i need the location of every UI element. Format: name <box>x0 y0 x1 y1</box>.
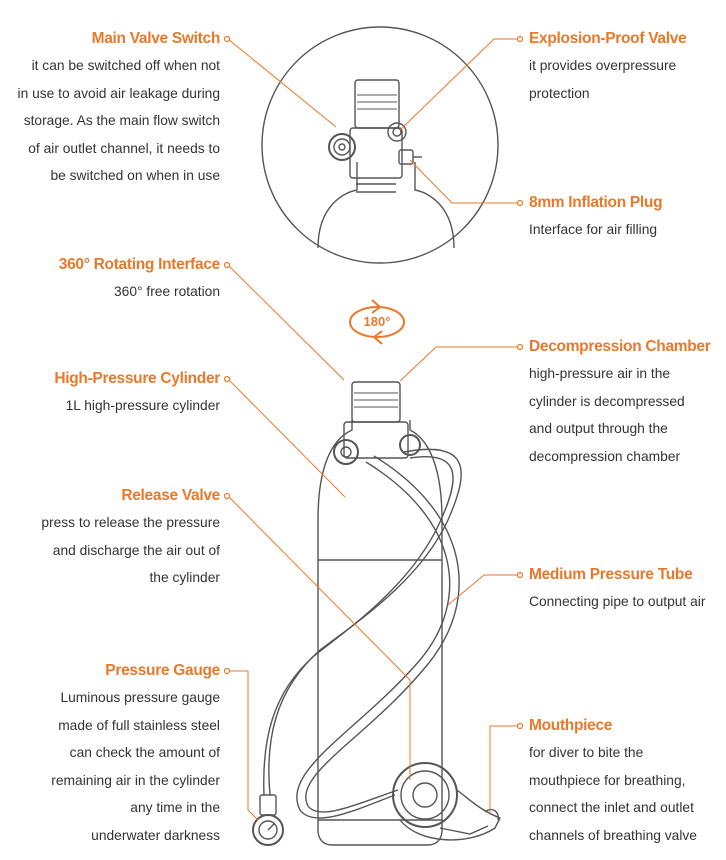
desc-line: 360° free rotation <box>114 284 220 299</box>
regulator-drawing <box>392 762 501 841</box>
leader-medium-pressure-tube <box>447 574 520 606</box>
callout-pressure-gauge: Pressure Gauge Luminous pressure gauge m… <box>0 661 220 849</box>
medium-pressure-hose-outer <box>296 461 451 819</box>
callout-title: Pressure Gauge <box>105 662 220 679</box>
desc-line: press to release the pressure <box>41 515 220 530</box>
desc-line: of air outlet channel, it needs to <box>28 140 220 156</box>
hoses <box>263 448 462 819</box>
desc-line: and output through the <box>529 421 668 436</box>
callout-title: Mouthpiece <box>529 717 613 734</box>
desc-line: 1L high-pressure cylinder <box>65 398 220 413</box>
leader-lines <box>227 38 520 821</box>
leader-high-pressure-cylinder <box>227 378 346 498</box>
magnified-valve-detail <box>261 26 499 264</box>
cylinder-valve-body <box>343 421 409 459</box>
callout-title: Release Valve <box>121 487 220 504</box>
callout-description: Luminous pressure gauge made of full sta… <box>0 684 220 849</box>
callout-description: 360° free rotation <box>0 278 220 306</box>
leader-mouthpiece <box>489 725 520 815</box>
callout-title: Main Valve Switch <box>91 30 221 47</box>
medium-pressure-hose-inner <box>305 455 460 813</box>
gauge-hose-outer <box>268 448 462 796</box>
leader-rotating-interface <box>227 264 345 381</box>
callout-medium-pressure-tube: Medium Pressure Tube Connecting pipe to … <box>529 565 725 616</box>
desc-line: in use to avoid air leakage during <box>17 85 221 101</box>
callout-description: it provides overpressure protection <box>529 52 725 107</box>
desc-line: it can be switched off when not <box>31 58 220 73</box>
callout-explosion-proof-valve: Explosion-Proof Valve it provides overpr… <box>529 29 725 107</box>
desc-line: mouthpiece for breathing, <box>529 772 686 788</box>
callout-description: for diver to bite the mouthpiece for bre… <box>529 739 725 849</box>
callout-rotating-interface: 360° Rotating Interface 360° free rotati… <box>0 255 221 306</box>
desc-line: storage. As the main flow switch <box>23 113 220 128</box>
desc-line: decompression chamber <box>529 448 681 464</box>
rotation-arrows <box>349 299 405 345</box>
desc-line: Luminous pressure gauge <box>60 690 220 705</box>
leader-dots <box>223 35 524 730</box>
leader-main-valve <box>227 38 337 128</box>
pressure-gauge-drawing <box>252 794 284 846</box>
detail-valve-knob <box>328 133 356 161</box>
desc-line: be switched on when in use <box>50 168 220 183</box>
callout-release-valve: Release Valve press to release the press… <box>0 486 220 592</box>
desc-line: remaining air in the cylinder <box>51 772 220 788</box>
leader-decompression-chamber <box>399 346 520 382</box>
callout-title: Decompression Chamber <box>529 338 711 355</box>
desc-line: cylinder is decompressed <box>529 393 685 409</box>
gauge-hose-inner <box>263 456 454 796</box>
callout-mouthpiece: Mouthpiece for diver to bite the mouthpi… <box>529 716 725 849</box>
leader-inflation-plug <box>409 159 520 204</box>
desc-line: connect the inlet and outlet <box>529 800 694 815</box>
callout-description: Interface for air filling <box>529 216 725 244</box>
callout-inflation-plug: 8mm Inflation Plug Interface for air fil… <box>529 193 725 244</box>
cylinder-body <box>317 420 443 846</box>
callout-high-pressure-cylinder: High-Pressure Cylinder 1L high-pressure … <box>0 369 220 420</box>
callout-main-valve-switch: Main Valve Switch it can be switched off… <box>0 29 221 190</box>
callout-title: Explosion-Proof Valve <box>529 30 687 47</box>
detail-inflation-plug <box>398 149 414 165</box>
desc-line: can check the amount of <box>69 745 220 760</box>
detail-valve-cap <box>354 79 400 129</box>
leader-pressure-gauge <box>228 670 259 821</box>
desc-line: Connecting pipe to output air <box>529 594 706 609</box>
callout-description: it can be switched off when not in use t… <box>0 52 221 190</box>
desc-line: any time in the <box>130 800 220 815</box>
detail-cylinder-shoulder <box>317 162 455 249</box>
rotation-badge: 180° <box>348 302 406 342</box>
rotation-badge-text: 180° <box>363 314 391 329</box>
desc-line: channels of breathing valve <box>529 827 697 843</box>
desc-line: for diver to bite the <box>529 745 644 760</box>
desc-line: made of full stainless steel <box>58 717 220 733</box>
desc-line: Interface for air filling <box>529 222 658 237</box>
detail-safety-valve <box>387 122 407 142</box>
cylinder-drawing <box>317 381 443 846</box>
magnifier-circle <box>261 26 499 264</box>
callout-title: 360° Rotating Interface <box>58 256 221 273</box>
desc-line: the cylinder <box>149 570 220 585</box>
desc-line: high-pressure air in the <box>529 366 671 381</box>
callout-title: Medium Pressure Tube <box>529 566 693 583</box>
callout-description: Connecting pipe to output air <box>529 588 725 616</box>
detail-valve-body <box>349 127 403 179</box>
callout-description: 1L high-pressure cylinder <box>0 392 220 420</box>
callout-title: 8mm Inflation Plug <box>529 194 663 211</box>
desc-line: it provides overpressure <box>529 58 677 73</box>
leader-explosion-valve <box>399 38 520 131</box>
callout-description: high-pressure air in the cylinder is dec… <box>529 360 725 470</box>
desc-line: underwater darkness <box>91 827 220 843</box>
cylinder-valve-cap <box>351 381 401 423</box>
callout-title: High-Pressure Cylinder <box>54 370 220 387</box>
desc-line: protection <box>529 85 590 101</box>
callout-description: press to release the pressure and discha… <box>0 509 220 592</box>
callout-decompression-chamber: Decompression Chamber high-pressure air … <box>529 337 725 470</box>
leader-release-valve <box>227 495 411 780</box>
desc-line: and discharge the air out of <box>52 542 220 558</box>
